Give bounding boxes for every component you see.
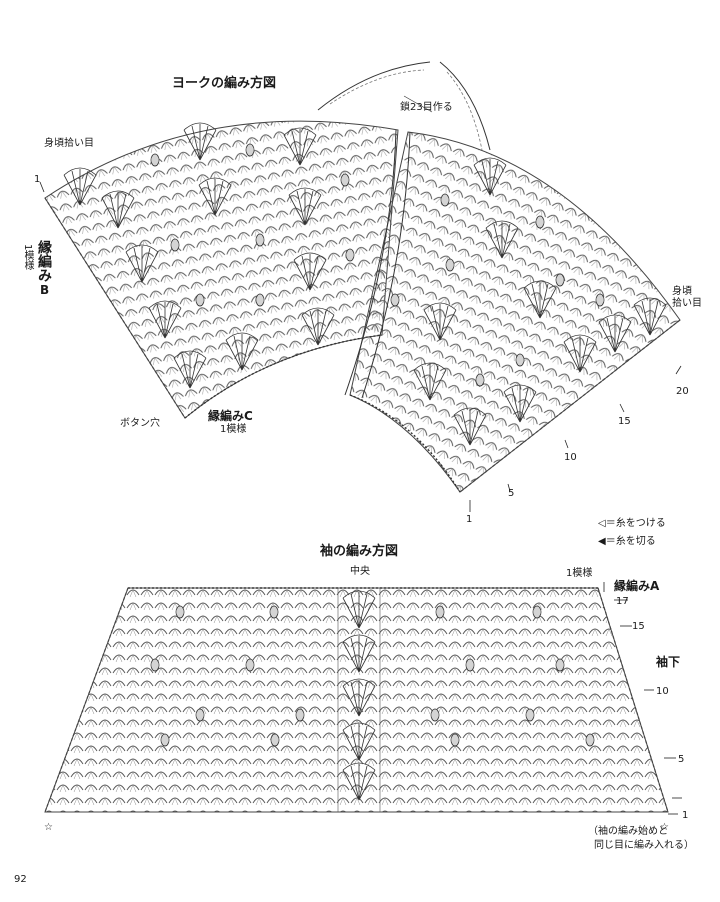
yoke-row-label: 10 [564, 452, 577, 463]
sleeve-row-label: 10 [656, 686, 669, 697]
sleeve-note-line1: （袖の編み始めと [588, 826, 668, 837]
sleeve-row-label: 5 [678, 754, 685, 765]
yoke-row-label: 20 [676, 386, 689, 397]
yoke-chain-start-label: 鎖23目作る [400, 102, 453, 113]
yoke-title: ヨークの編み方図 [172, 76, 277, 91]
legend-attach-yarn: ◁＝糸をつける [598, 518, 666, 529]
yoke-row-arrows [39, 181, 682, 512]
yoke-left-panel [44, 120, 399, 419]
sleeve-row-label: 17 [616, 596, 629, 607]
cut-yarn-icon: ◀ [598, 536, 606, 547]
yoke-body-pickup-left: 身頃拾い目 [44, 138, 94, 149]
yoke-pattern-repeat-c: 1模様 [220, 424, 247, 435]
sleeve-row-arrows [603, 582, 682, 815]
yoke-row-label: 5 [508, 488, 515, 499]
sleeve-chart [44, 587, 669, 813]
yoke-row-label: 1 [34, 174, 41, 185]
sleeve-note-line2: 同じ目に編み入れる） [594, 840, 694, 851]
legend-cut-yarn: ◀＝糸を切る [598, 536, 656, 547]
yoke-right-panel [349, 131, 681, 493]
page-number: 92 [14, 874, 27, 885]
sleeve-pattern-repeat: 1模様 [566, 568, 593, 579]
yoke-edge-b-letter: B [40, 283, 50, 297]
sleeve-edge-a-label: 縁編みA [614, 579, 660, 593]
yoke-edge-c-label: 縁編みC [208, 409, 253, 423]
sleeve-start-star-icon: ☆ [44, 822, 53, 833]
sleeve-center-label: 中央 [350, 566, 370, 577]
yoke-body-pickup-right-2: 拾い目 [672, 298, 702, 309]
yoke-button-hole-label: ボタン穴 [120, 418, 160, 429]
sleeve-title: 袖の編み方図 [320, 544, 399, 559]
yoke-row-label: 1 [466, 514, 473, 525]
sleeve-row-label: 1 [682, 810, 689, 821]
yoke-edge-b-label: 縁編み [36, 240, 52, 282]
attach-yarn-icon: ◁ [598, 518, 606, 529]
sleeve-underarm-label: 袖下 [656, 655, 681, 669]
sleeve-row-label: 15 [632, 621, 645, 632]
yoke-row-label: 15 [618, 416, 631, 427]
yoke-join-lines [317, 61, 491, 399]
yoke-pattern-repeat-b: 1模様 [22, 244, 33, 271]
yoke-body-pickup-right-1: 身頃 [672, 286, 692, 297]
sleeve-end-star-icon: ☆ [660, 822, 669, 833]
